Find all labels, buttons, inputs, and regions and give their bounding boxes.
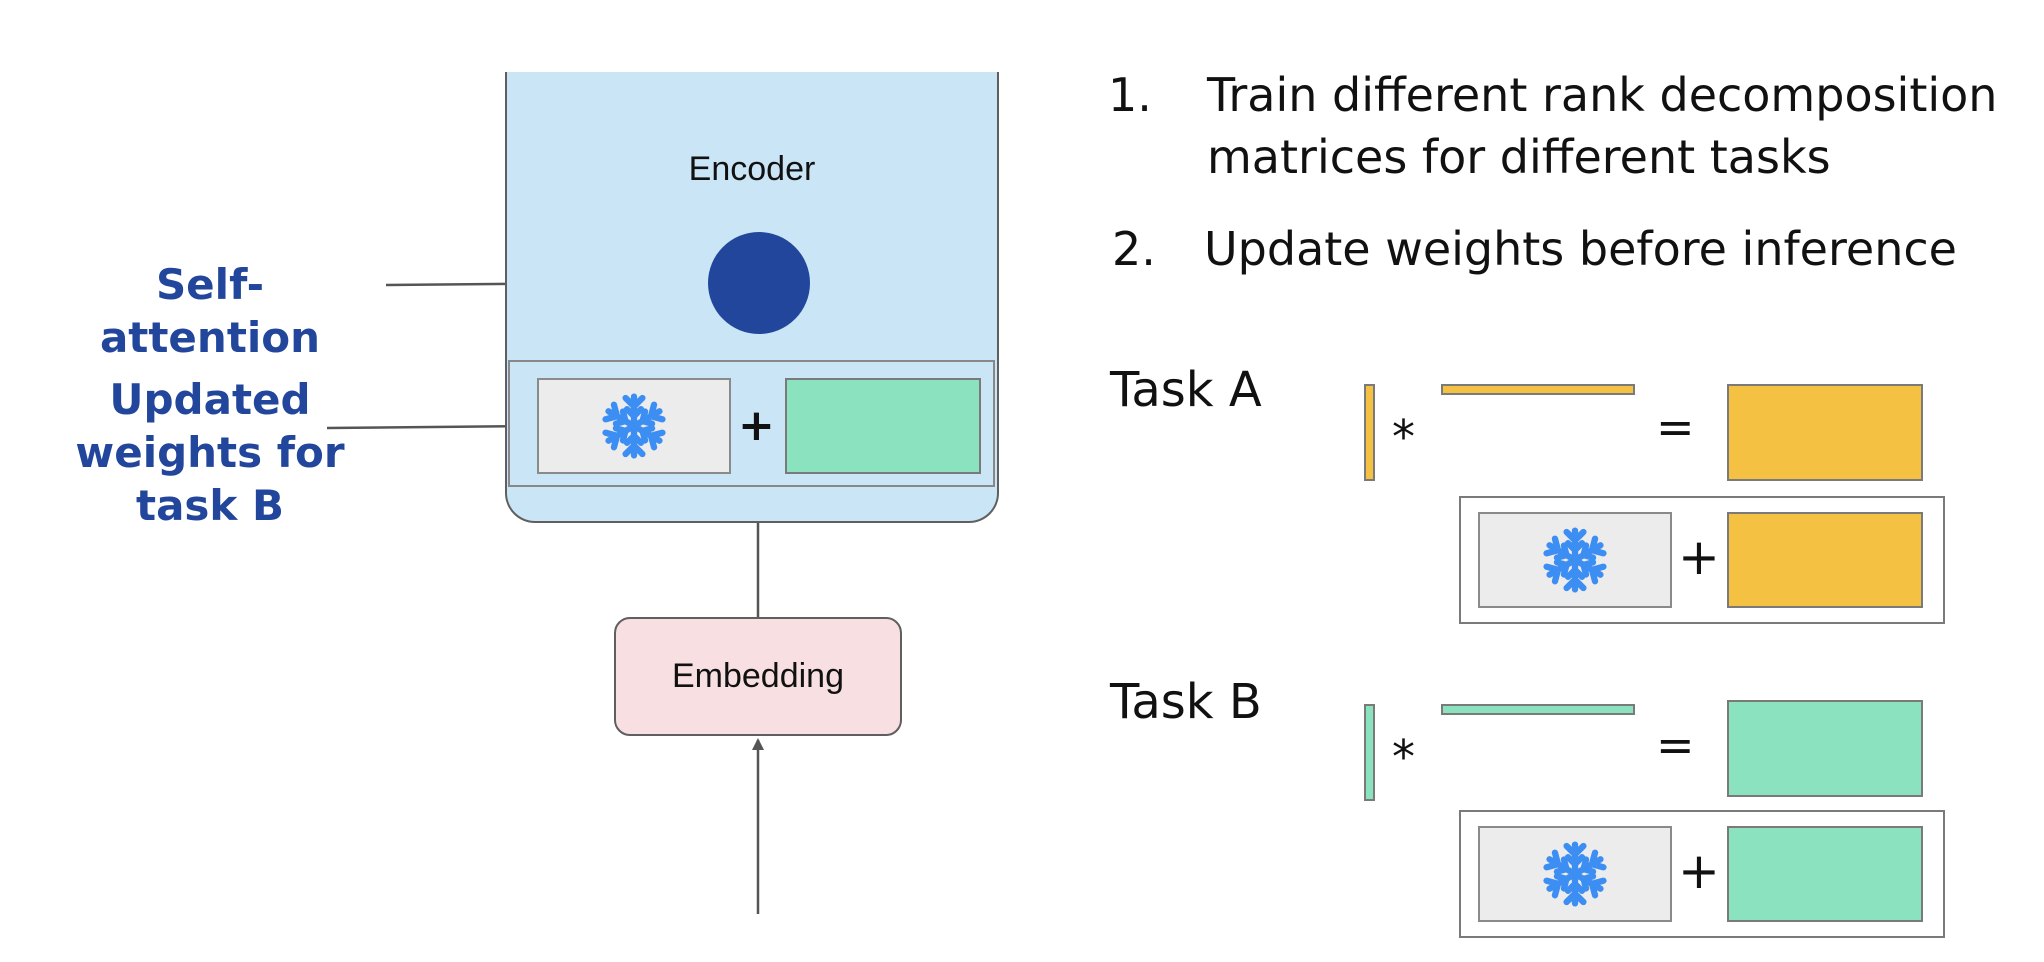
task-b-frozen-weights-box — [1478, 826, 1672, 922]
updated-weights-line-1: Updated — [109, 375, 311, 424]
task-a-frozen-weights-box — [1478, 512, 1672, 608]
updated-weights-label: Updated weights for task B — [60, 373, 360, 532]
step-2-number: 2. — [1112, 222, 1156, 276]
snowflake-icon — [602, 393, 666, 459]
task-b-weights-box — [785, 378, 981, 474]
step-2-line-1: Update weights before inference — [1204, 222, 1957, 276]
task-b-adapter-box — [1727, 826, 1923, 922]
frozen-weights-box — [537, 378, 731, 474]
task-a-delta-weights — [1727, 384, 1923, 481]
step-2-text: Update weights before inference — [1204, 218, 1957, 280]
task-b-equals-sign: = — [1656, 718, 1695, 772]
task-b-matrix-a — [1364, 704, 1375, 801]
updated-weights-line-3: task B — [136, 481, 284, 530]
task-b-multiply-sign: * — [1392, 730, 1415, 784]
task-b-label: Task B — [1110, 674, 1262, 730]
embedding-block: Embedding — [614, 617, 902, 736]
weights-group — [508, 360, 995, 487]
step-1-text: Train different rank decomposition matri… — [1207, 64, 1997, 188]
task-a-adapter-box — [1727, 512, 1923, 608]
step-2: 2. — [1112, 218, 1156, 280]
task-b-plus-sign: + — [1678, 842, 1720, 900]
updated-weights-arrow — [326, 420, 537, 433]
task-a-equals-sign: = — [1656, 400, 1695, 454]
task-a-plus-sign: + — [1678, 528, 1720, 586]
task-a-label: Task A — [1110, 362, 1262, 418]
step-1-line-1: Train different rank decomposition — [1207, 68, 1998, 122]
snowflake-icon — [1543, 527, 1607, 593]
step-1-line-2: matrices for different tasks — [1207, 130, 1831, 184]
self-attention-node — [708, 232, 810, 334]
step-1-number: 1. — [1108, 68, 1152, 122]
snowflake-icon — [1543, 841, 1607, 907]
encoder-title: Encoder — [688, 150, 816, 188]
step-1: 1. — [1108, 64, 1152, 126]
self-attention-label: Self-attention — [99, 260, 321, 362]
task-b-matrix-b — [1441, 704, 1635, 715]
task-a-matrix-b — [1441, 384, 1635, 395]
task-b-delta-weights — [1727, 700, 1923, 797]
task-a-multiply-sign: * — [1392, 410, 1415, 464]
task-a-matrix-a — [1364, 384, 1375, 481]
plus-sign: + — [738, 400, 775, 451]
updated-weights-line-2: weights for — [75, 428, 345, 477]
